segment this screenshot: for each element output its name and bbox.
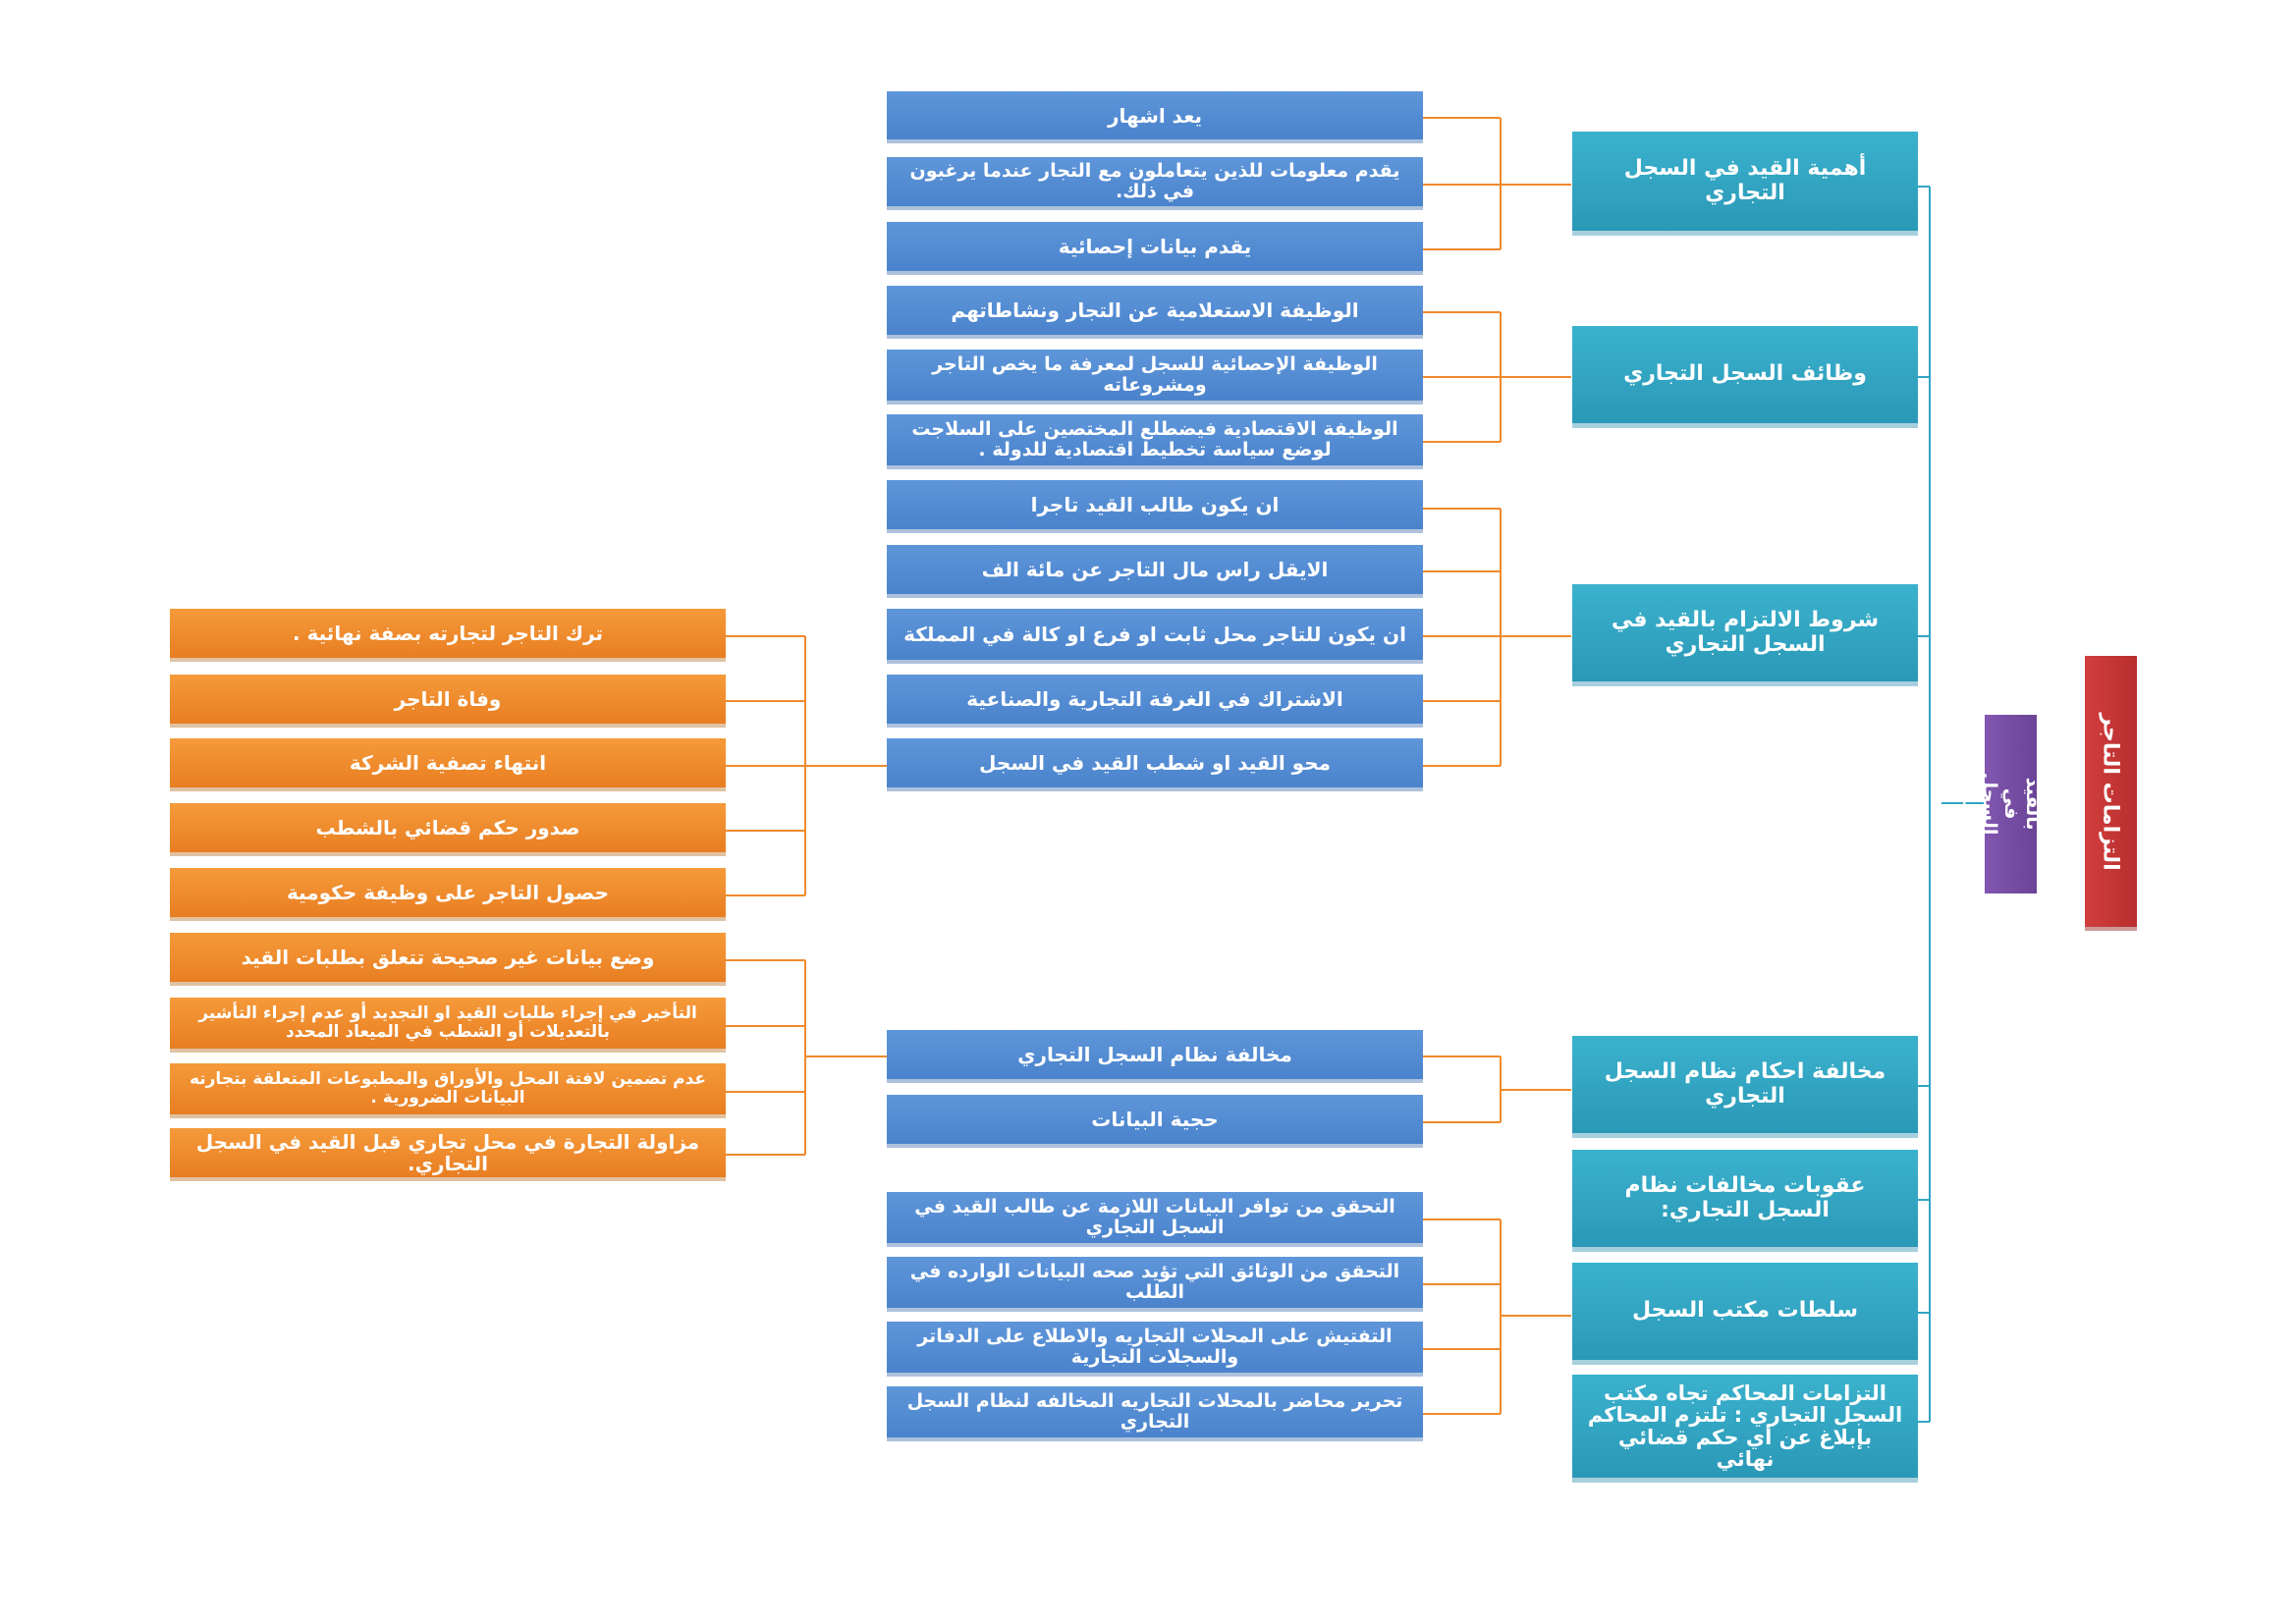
conditions-item-1[interactable]: ان يكون طالب القيد تاجرا (887, 480, 1423, 533)
root-node[interactable]: التزامات التاجر (2085, 656, 2137, 931)
office-powers-item-3[interactable]: التفتيش على المحلات التجاريه والاطلاع عل… (887, 1322, 1423, 1377)
functions-item-3[interactable]: الوظيفة الاقتصادية فيضطلع المختصين على ا… (887, 414, 1423, 469)
subroot-node[interactable]: الالتزام بالقيد في السجل التجاري (1958, 715, 2065, 893)
deletion-case-4[interactable]: صدور حكم قضائي بالشطب (170, 803, 726, 856)
violation-case-1[interactable]: وضع بيانات غير صحيحة تتعلق بطلبات القيد (170, 933, 726, 986)
section-importance[interactable]: أهمية القيد في السجل التجاري (1572, 132, 1918, 236)
subroot-label: الالتزام بالقيد في السجل التجاري (1957, 769, 2066, 839)
section-office-powers[interactable]: سلطات مكتب السجل (1572, 1263, 1918, 1365)
violation-item-1[interactable]: مخالفة نظام السجل التجاري (887, 1030, 1423, 1083)
section-courts-obligations[interactable]: التزامات المحاكم تجاه مكتب السجل التجاري… (1572, 1375, 1918, 1483)
section-penalties[interactable]: عقوبات مخالفات نظام السجل التجاري: (1572, 1150, 1918, 1252)
section-violation[interactable]: مخالفة احكام نظام السجل التجاري (1572, 1036, 1918, 1138)
deletion-case-5[interactable]: حصول التاجر على وظيفة حكومية (170, 868, 726, 921)
root-label: التزامات التاجر (2099, 712, 2123, 871)
deletion-case-2[interactable]: وفاة التاجر (170, 675, 726, 728)
importance-item-2[interactable]: يقدم معلومات للذين يتعاملون مع التجار عن… (887, 157, 1423, 210)
functions-item-2[interactable]: الوظيفة الإحصائية للسجل لمعرفة ما يخص ال… (887, 350, 1423, 405)
violation-item-2[interactable]: حجية البيانات (887, 1095, 1423, 1148)
office-powers-item-2[interactable]: التحقق من الوثائق التي تؤيد صحه البيانات… (887, 1257, 1423, 1312)
violation-case-4[interactable]: مزاولة التجارة في محل تجاري قبل القيد في… (170, 1128, 726, 1181)
violation-case-3[interactable]: عدم تضمين لافتة المحل والأوراق والمطبوعا… (170, 1063, 726, 1118)
section-conditions[interactable]: شروط الالتزام بالقيد في السجل التجاري (1572, 584, 1918, 686)
deletion-case-1[interactable]: ترك التاجر لتجارته بصفة نهائية . (170, 609, 726, 662)
functions-item-1[interactable]: الوظيفة الاستعلامية عن التجار ونشاطاتهم (887, 286, 1423, 339)
violation-case-2[interactable]: التأخير في إجراء طلبات القيد او التجديد … (170, 998, 726, 1053)
deletion-case-3[interactable]: انتهاء تصفية الشركة (170, 738, 726, 791)
conditions-item-4[interactable]: الاشتراك في الغرفة التجارية والصناعية (887, 675, 1423, 728)
section-functions[interactable]: وظائف السجل التجاري (1572, 326, 1918, 428)
office-powers-item-4[interactable]: تحرير محاضر بالمحلات التجاريه المخالفه ل… (887, 1386, 1423, 1441)
conditions-item-2[interactable]: الايقل راس مال التاجر عن مائة الف (887, 545, 1423, 598)
conditions-item-3[interactable]: ان يكون للتاجر محل ثابت او فرع او كالة ف… (887, 609, 1423, 664)
importance-item-1[interactable]: يعد اشهار (887, 91, 1423, 143)
office-powers-item-1[interactable]: التحقق من توافر البيانات اللازمة عن طالب… (887, 1192, 1423, 1247)
importance-item-3[interactable]: يقدم بيانات إحصائية (887, 222, 1423, 275)
conditions-item-5[interactable]: محو القيد او شطب القيد في السجل (887, 738, 1423, 791)
